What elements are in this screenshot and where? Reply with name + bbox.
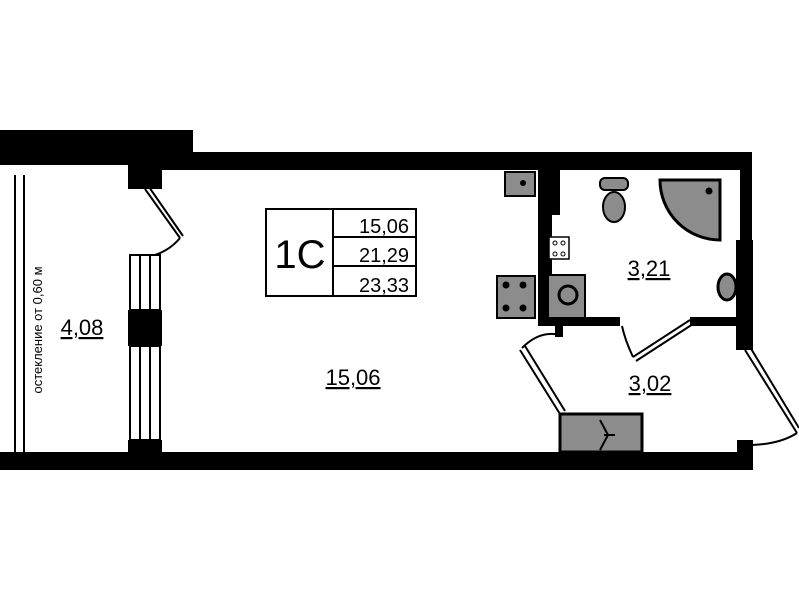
living-room-area-label: 15,06	[325, 365, 380, 390]
cooktop-icon	[496, 275, 536, 319]
shower-icon	[658, 178, 722, 242]
doors	[144, 186, 799, 446]
sink-icon	[504, 171, 536, 197]
balcony-area-label: 4,08	[61, 315, 104, 340]
area-table	[265, 208, 417, 297]
toilet-icon	[602, 191, 626, 223]
washbasin-icon	[716, 272, 738, 302]
window-frames	[129, 254, 161, 441]
area-living-value: 15,06	[359, 216, 409, 238]
area-total-with-balcony-value: 23,33	[359, 275, 409, 297]
area-total-value: 21,29	[359, 245, 409, 267]
hallway-area-label: 3,02	[629, 371, 672, 396]
fixtures	[496, 171, 738, 454]
walls	[0, 130, 753, 470]
cabinet-icon	[558, 412, 644, 454]
balcony-glazing	[14, 175, 25, 452]
glazing-note: остекление от 0,60 м	[30, 266, 45, 393]
apartment-type-label: 1С	[274, 233, 325, 277]
bathroom-area-label: 3,21	[628, 256, 671, 281]
